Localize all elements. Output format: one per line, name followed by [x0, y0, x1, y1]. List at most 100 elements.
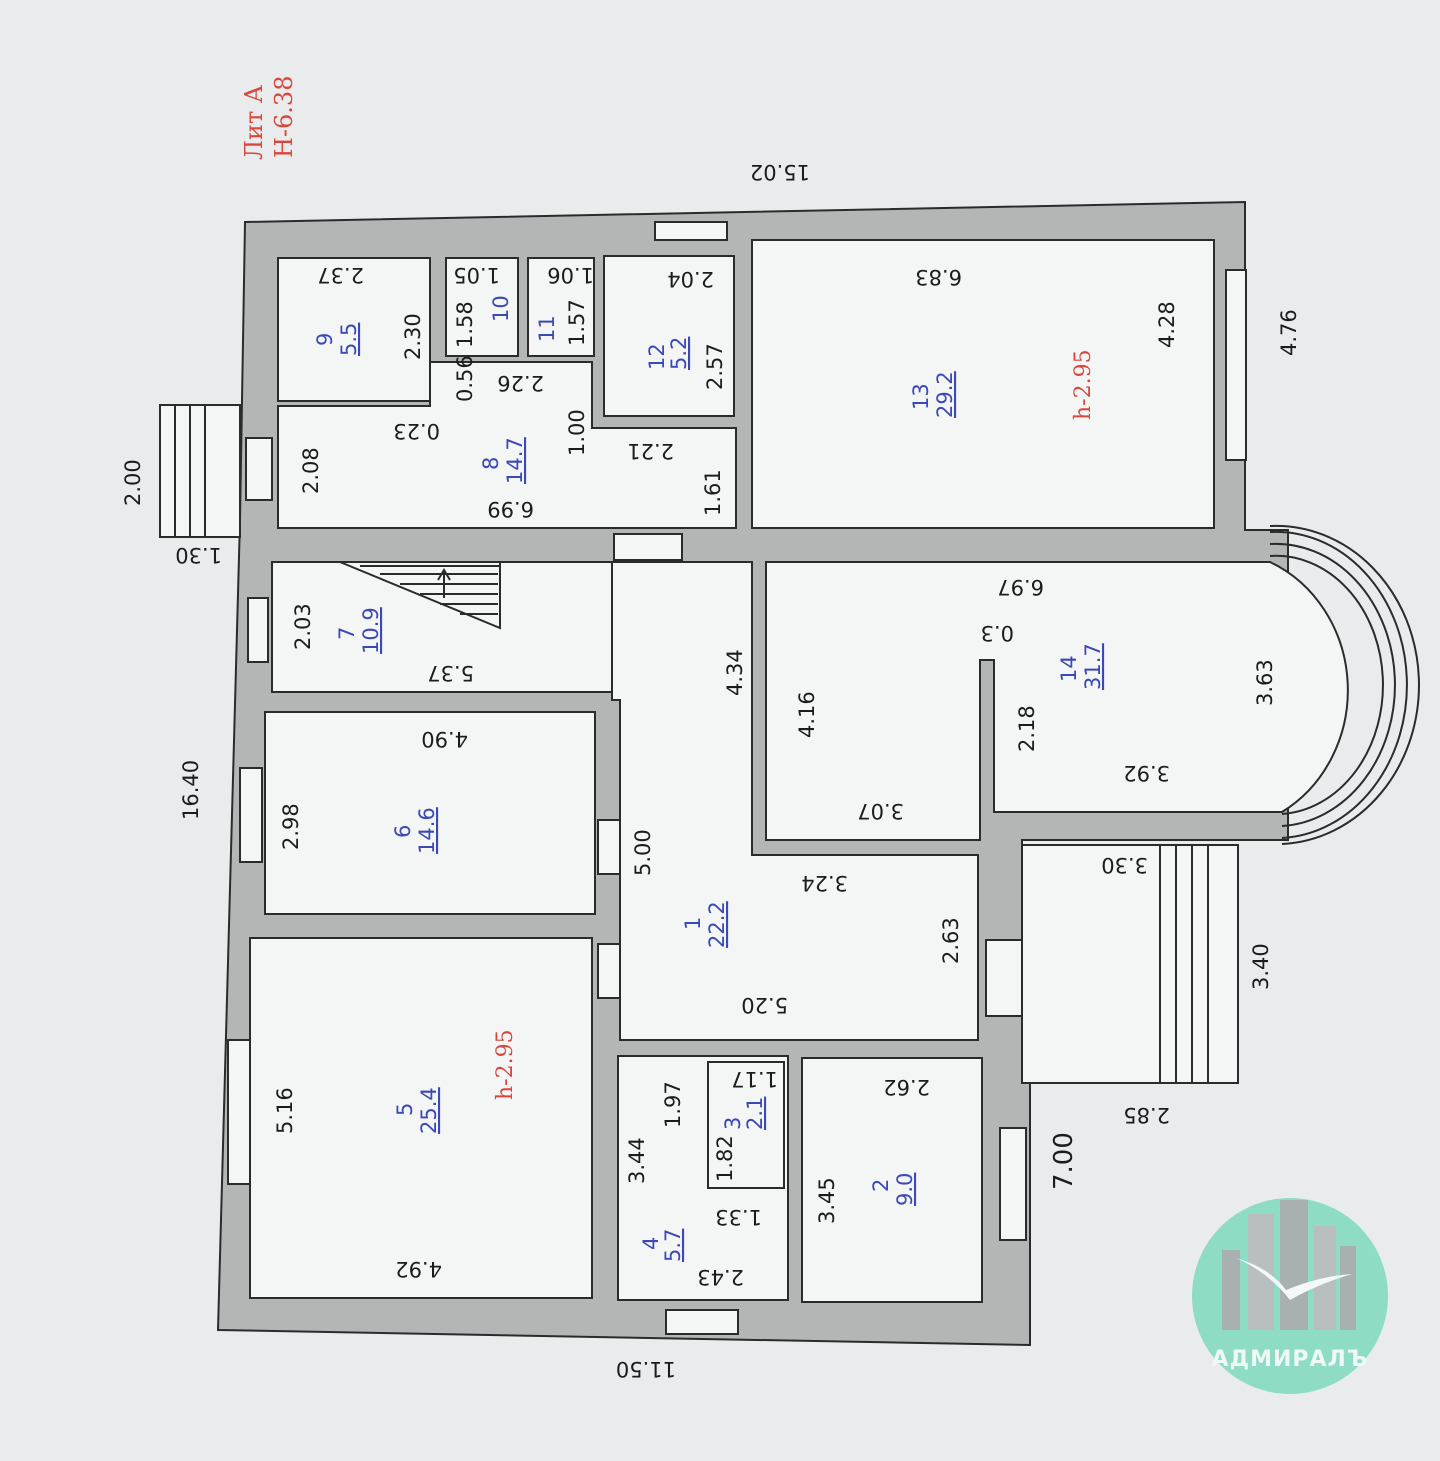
svg-text:4.90: 4.90 [421, 727, 468, 751]
room-dimensions: 2.37 2.30 1.05 1.58 1.06 1.57 2.04 2.57 … [273, 263, 1277, 1289]
svg-text:3.44: 3.44 [625, 1137, 649, 1184]
svg-text:2: 2 [869, 1179, 893, 1192]
room-labels: 9 5.5 10 11 12 5.2 13 29.2 8 14.7 7 10.9… [313, 295, 1105, 1262]
dim-right-c: 2.85 [1123, 1103, 1170, 1127]
svg-text:2.30: 2.30 [401, 313, 425, 360]
height-room-5: h-2.95 [493, 1029, 518, 1100]
svg-text:2.43: 2.43 [697, 1265, 744, 1289]
svg-text:9.0: 9.0 [893, 1173, 917, 1206]
svg-text:4: 4 [639, 1237, 663, 1250]
svg-text:3.45: 3.45 [815, 1177, 839, 1224]
svg-text:22.2: 22.2 [705, 901, 729, 948]
seagull-icon [1236, 1258, 1352, 1300]
svg-text:2.26: 2.26 [497, 371, 544, 395]
svg-text:5.5: 5.5 [337, 323, 361, 356]
svg-text:12: 12 [645, 343, 669, 370]
svg-text:25.4: 25.4 [417, 1087, 441, 1134]
room-3 [707, 1061, 785, 1189]
svg-text:5.00: 5.00 [631, 829, 655, 876]
rooms [249, 239, 1349, 1303]
svg-text:9: 9 [313, 333, 337, 346]
bay-arc [1269, 524, 1420, 845]
svg-text:2.37: 2.37 [317, 263, 364, 287]
svg-text:1.00: 1.00 [565, 409, 589, 456]
windows [227, 221, 1247, 1335]
svg-text:3.92: 3.92 [1123, 761, 1170, 785]
porch-right [1021, 844, 1239, 1084]
svg-text:6: 6 [391, 825, 415, 838]
room-2 [801, 1057, 983, 1303]
room-1 [611, 561, 979, 1041]
dim-right-a: 4.76 [1277, 309, 1301, 356]
svg-text:2.1: 2.1 [743, 1097, 767, 1130]
overall-dimensions: 15.02 11.50 16.40 7.00 2.00 1.30 4.76 3.… [121, 160, 1301, 1381]
height-room-13: h-2.95 [1071, 349, 1096, 420]
svg-text:10: 10 [489, 295, 513, 322]
dim-right-d: 3.30 [1101, 853, 1148, 877]
svg-text:6.99: 6.99 [487, 497, 534, 521]
svg-text:8: 8 [479, 457, 503, 470]
svg-text:4.28: 4.28 [1155, 301, 1179, 348]
svg-text:1.05: 1.05 [453, 263, 500, 287]
svg-text:2.18: 2.18 [1015, 705, 1039, 752]
room-5 [249, 937, 593, 1299]
room-12 [603, 255, 735, 417]
room-10 [445, 257, 519, 357]
svg-text:3: 3 [721, 1117, 745, 1130]
svg-text:31.7: 31.7 [1081, 643, 1105, 690]
admiral-logo: АДМИРАЛЪ [1192, 1198, 1388, 1394]
svg-text:13: 13 [909, 383, 933, 410]
svg-text:1.61: 1.61 [701, 469, 725, 516]
svg-text:1.58: 1.58 [453, 301, 477, 348]
svg-text:1: 1 [681, 917, 705, 930]
height-total: Н-6.38 [270, 76, 298, 158]
svg-text:11: 11 [535, 315, 559, 342]
room-8 [277, 361, 737, 529]
svg-text:2.62: 2.62 [883, 1075, 930, 1099]
svg-text:0.23: 0.23 [393, 419, 440, 443]
svg-text:10.9: 10.9 [359, 607, 383, 654]
room-6 [264, 711, 596, 915]
svg-text:0.3: 0.3 [981, 621, 1014, 645]
svg-text:0.56: 0.56 [453, 355, 477, 402]
svg-text:2.03: 2.03 [291, 603, 315, 650]
dim-top: 15.02 [750, 160, 810, 184]
dim-porch-left-b: 1.30 [175, 543, 222, 567]
room-13 [751, 239, 1215, 529]
svg-text:3.63: 3.63 [1253, 659, 1277, 706]
svg-text:2.04: 2.04 [667, 267, 714, 291]
svg-text:2.98: 2.98 [279, 803, 303, 850]
svg-text:1.82: 1.82 [713, 1135, 737, 1182]
svg-text:1.33: 1.33 [715, 1205, 762, 1229]
staircase [339, 561, 501, 630]
svg-text:1.06: 1.06 [547, 263, 594, 287]
dim-bottom: 11.50 [616, 1357, 676, 1381]
dim-right-b: 3.40 [1249, 943, 1273, 990]
room-11 [527, 257, 595, 357]
svg-text:2.63: 2.63 [939, 917, 963, 964]
dim-right-lower: 7.00 [1049, 1132, 1079, 1190]
svg-text:1.17: 1.17 [731, 1067, 778, 1091]
svg-text:5.7: 5.7 [661, 1229, 685, 1262]
lit-label: Лит А [240, 85, 268, 160]
svg-text:5.20: 5.20 [741, 993, 788, 1017]
svg-text:5.16: 5.16 [273, 1087, 297, 1134]
svg-text:4.34: 4.34 [723, 649, 747, 696]
svg-text:14: 14 [1057, 655, 1081, 682]
svg-text:14.6: 14.6 [415, 807, 439, 854]
svg-text:4.92: 4.92 [395, 1257, 442, 1281]
svg-text:1.97: 1.97 [661, 1081, 685, 1128]
svg-text:4.16: 4.16 [795, 691, 819, 738]
svg-text:2.57: 2.57 [703, 343, 727, 390]
room-14 [765, 561, 1349, 841]
svg-text:29.2: 29.2 [933, 371, 957, 418]
svg-text:5: 5 [393, 1103, 417, 1116]
svg-text:2.21: 2.21 [627, 439, 674, 463]
svg-text:1.57: 1.57 [565, 299, 589, 346]
svg-text:5.37: 5.37 [427, 661, 474, 685]
svg-text:3.07: 3.07 [857, 799, 904, 823]
room-9 [277, 257, 431, 402]
steps [159, 404, 1209, 1083]
svg-text:2.08: 2.08 [299, 447, 323, 494]
